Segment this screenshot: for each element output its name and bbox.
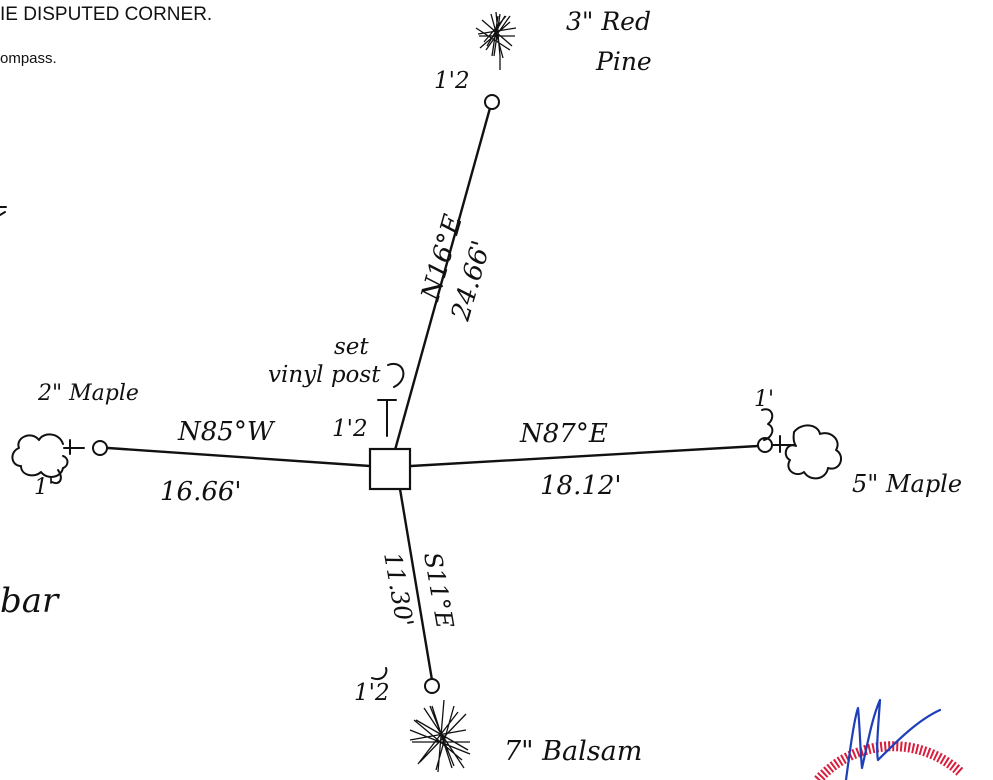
signature-mark: [844, 698, 942, 780]
west-distance-label: 16.66': [160, 477, 242, 507]
west-bearing-label: N85°W: [177, 417, 276, 447]
south-bearing-label: S11°E: [418, 550, 459, 631]
witness-south: [424, 678, 440, 694]
page-note: ompass.: [0, 50, 57, 67]
balsam-tree-south: [409, 699, 471, 773]
west-offset-mark: [63, 439, 85, 455]
corner-post: [368, 447, 412, 491]
west-offset-label: 1': [34, 475, 54, 500]
note-bracket: [387, 362, 405, 388]
east-bearing-label: N87°E: [519, 419, 608, 449]
east-distance-label: 18.12': [540, 471, 622, 501]
witness-west: [92, 440, 108, 456]
north-tree-label-1: 3" Red: [566, 7, 651, 36]
line-south: [398, 487, 434, 682]
south-tree-label: 7" Balsam: [504, 736, 642, 767]
seal-mark: [814, 741, 964, 780]
maple-tree-east: [784, 424, 843, 480]
line-east: [409, 444, 760, 468]
east-tree-label: 5" Maple: [852, 470, 962, 498]
east-offset-mark: [771, 435, 795, 453]
west-tree-label: 2" Maple: [37, 381, 139, 406]
south-offset-hook: [371, 667, 388, 680]
south-offset-label: 1'2: [354, 680, 390, 706]
north-tree-label-2: Pine: [595, 47, 652, 76]
pine-tree-north: [475, 11, 517, 70]
page-title: IE DISPUTED CORNER.: [0, 4, 213, 25]
left-fragment-label: bar: [0, 581, 60, 621]
line-north: [393, 106, 492, 452]
line-west: [106, 446, 372, 468]
corner-tee: [377, 399, 397, 437]
maple-tree-west: [11, 433, 69, 478]
east-offset-label: 1': [754, 387, 774, 412]
corner-offset-label: 1'2: [332, 416, 368, 442]
north-offset-label: 1'2: [434, 68, 470, 94]
corner-note-line2: vinyl post: [268, 362, 381, 388]
east-offset-hook: [761, 408, 774, 441]
witness-north: [484, 94, 500, 110]
west-offset-hook: [51, 469, 62, 484]
corner-note-line1: set: [334, 334, 369, 360]
edge-mark: [0, 206, 7, 216]
